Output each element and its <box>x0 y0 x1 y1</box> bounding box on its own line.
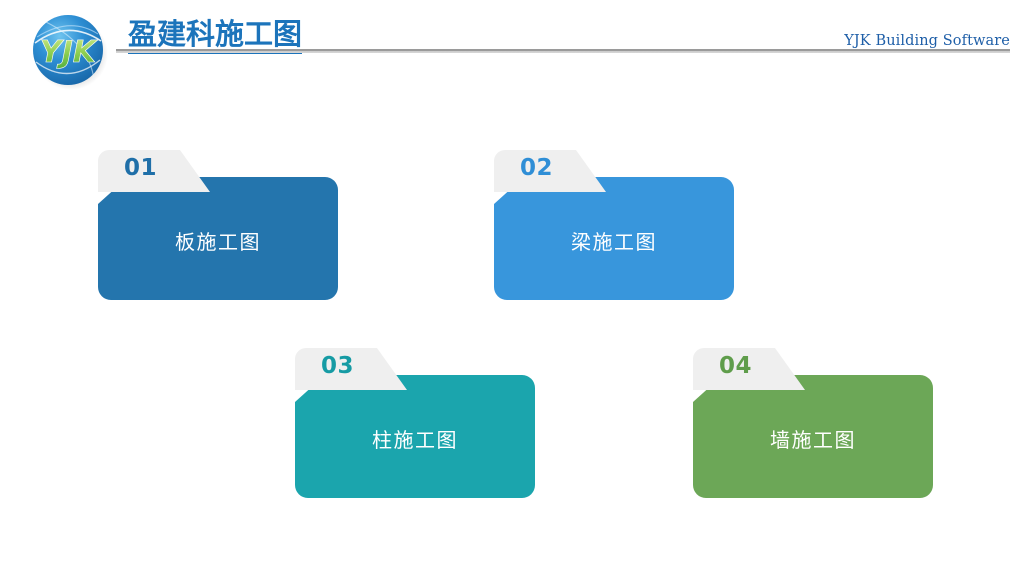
card-02[interactable]: 02 梁施工图 <box>494 150 734 300</box>
card-04-label: 墙施工图 <box>770 428 856 452</box>
card-01-body <box>98 177 338 300</box>
brand-tagline: YJK Building Software <box>844 33 1010 49</box>
card-03[interactable]: 03 柱施工图 <box>295 348 535 498</box>
card-03-label: 柱施工图 <box>372 428 458 452</box>
yjk-globe-logo: YJK <box>28 10 110 92</box>
card-04[interactable]: 04 墙施工图 <box>693 348 933 498</box>
card-02-number: 02 <box>520 155 554 181</box>
card-03-body <box>295 375 535 498</box>
card-04-number: 04 <box>719 353 753 379</box>
card-01[interactable]: 01 板施工图 <box>98 150 338 300</box>
card-01-number: 01 <box>124 155 158 181</box>
card-04-body <box>693 375 933 498</box>
card-03-number: 03 <box>321 353 355 379</box>
card-02-label: 梁施工图 <box>571 230 657 254</box>
slide-header: YJK 盈建科施工图 YJK Building Software <box>0 0 1024 100</box>
header-divider <box>116 49 1010 53</box>
card-02-body <box>494 177 734 300</box>
card-01-label: 板施工图 <box>175 230 261 254</box>
svg-text:YJK: YJK <box>40 35 99 70</box>
